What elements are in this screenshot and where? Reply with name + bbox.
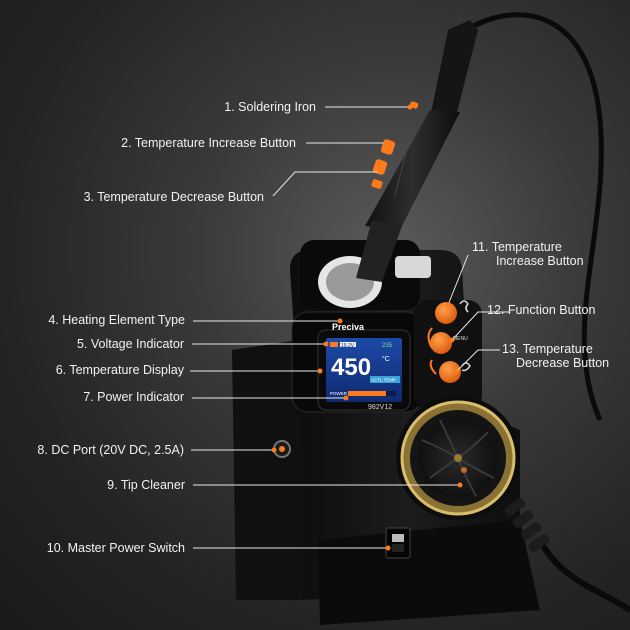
callout-heating-element-type: 4. Heating Element Type: [48, 313, 185, 327]
tip-cleaner: [396, 396, 520, 520]
callout-lines: [190, 106, 510, 549]
function-menu-button[interactable]: [430, 332, 452, 354]
screen-power-label: POWER: [330, 391, 348, 396]
cable-strain-relief: [504, 498, 550, 552]
brand-logo: Preciva: [332, 322, 365, 332]
lcd-screen: [326, 338, 402, 402]
callout-voltage-indicator: 5. Voltage Indicator: [76, 337, 184, 351]
station-minus-button[interactable]: [439, 361, 461, 383]
callout-station-temp-decrease: 13. Temperature Decrease Button: [502, 342, 609, 370]
callout-station-temp-increase-line2: Increase Button: [496, 254, 584, 268]
callout-tip-cleaner: 9. Tip Cleaner: [107, 478, 185, 492]
callout-function-button: 12. Function Button: [487, 303, 596, 317]
callout-temp-increase-iron: 2. Temperature Increase Button: [121, 136, 296, 150]
callout-temperature-display: 6. Temperature Display: [55, 363, 184, 377]
callout-station-temp-decrease-line1: 13. Temperature: [502, 342, 593, 356]
iron-minus-button[interactable]: [372, 158, 388, 175]
master-power-switch[interactable]: [385, 527, 411, 559]
soldering-iron: [356, 20, 478, 282]
callout-soldering-iron: 1. Soldering Iron: [224, 100, 316, 114]
callout-dc-port: 8. DC Port (20V DC, 2.5A): [37, 443, 184, 457]
heating-element-icon: [330, 342, 338, 347]
screen-unit: °C: [382, 355, 390, 363]
screen-temperature: 450: [331, 354, 371, 381]
screen-voltage: 19.2V: [341, 343, 355, 349]
voltage-indicator-bar: [340, 342, 356, 347]
plus-symbol-icon: [459, 300, 469, 313]
iron-cable: [468, 12, 604, 422]
menu-label: MENU: [453, 336, 468, 342]
power-indicator-fill: [348, 391, 386, 396]
screen-mode-badge: [370, 376, 400, 383]
callout-station-temp-increase-line1: 11. Temperature: [472, 240, 562, 254]
screen-mode: ACTL TEMP.: [371, 378, 397, 383]
callout-dots: [271, 104, 463, 551]
callout-power-indicator: 7. Power Indicator: [83, 390, 184, 404]
station-plus-button[interactable]: [435, 302, 457, 324]
model-number: 982V12: [368, 404, 392, 411]
screen-set-temp: 235: [382, 343, 393, 349]
station-side-panel: [232, 340, 302, 600]
callout-station-temp-decrease-line2: Decrease Button: [516, 356, 610, 370]
iron-plus-button[interactable]: [380, 138, 396, 155]
callout-station-temp-increase: 11. Temperature Increase Button: [472, 240, 584, 268]
callout-temp-decrease-iron: 3. Temperature Decrease Button: [83, 190, 264, 204]
callout-master-power-switch: 10. Master Power Switch: [46, 541, 185, 555]
